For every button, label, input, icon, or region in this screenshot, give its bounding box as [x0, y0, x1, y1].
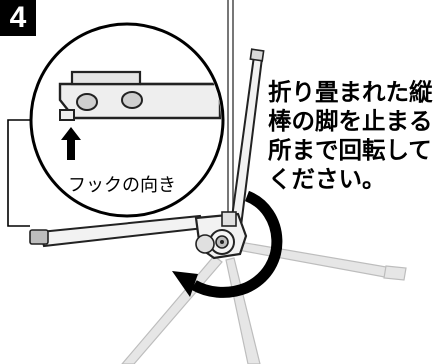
up-arrow-icon [61, 127, 81, 160]
curved-rotation-arrow-icon [172, 190, 283, 298]
instruction-text: 折り畳まれた縦 棒の脚を止まる 所まで回転して ください。 [268, 78, 448, 194]
instruction-line: 棒の脚を止まる [268, 107, 433, 135]
instruction-line: 折り畳まれた縦 [268, 78, 433, 106]
leg-hub [194, 211, 248, 260]
hook-direction-caption: フックの向き [68, 175, 176, 196]
left-leg [29, 214, 206, 248]
vertical-pole [227, 0, 234, 230]
instruction-line: 所まで回転して [268, 136, 432, 164]
instruction-line: ください。 [268, 165, 386, 193]
callout-leader-line [7, 119, 46, 227]
faded-legs [121, 241, 407, 364]
step-number-badge: 4 [0, 0, 36, 36]
